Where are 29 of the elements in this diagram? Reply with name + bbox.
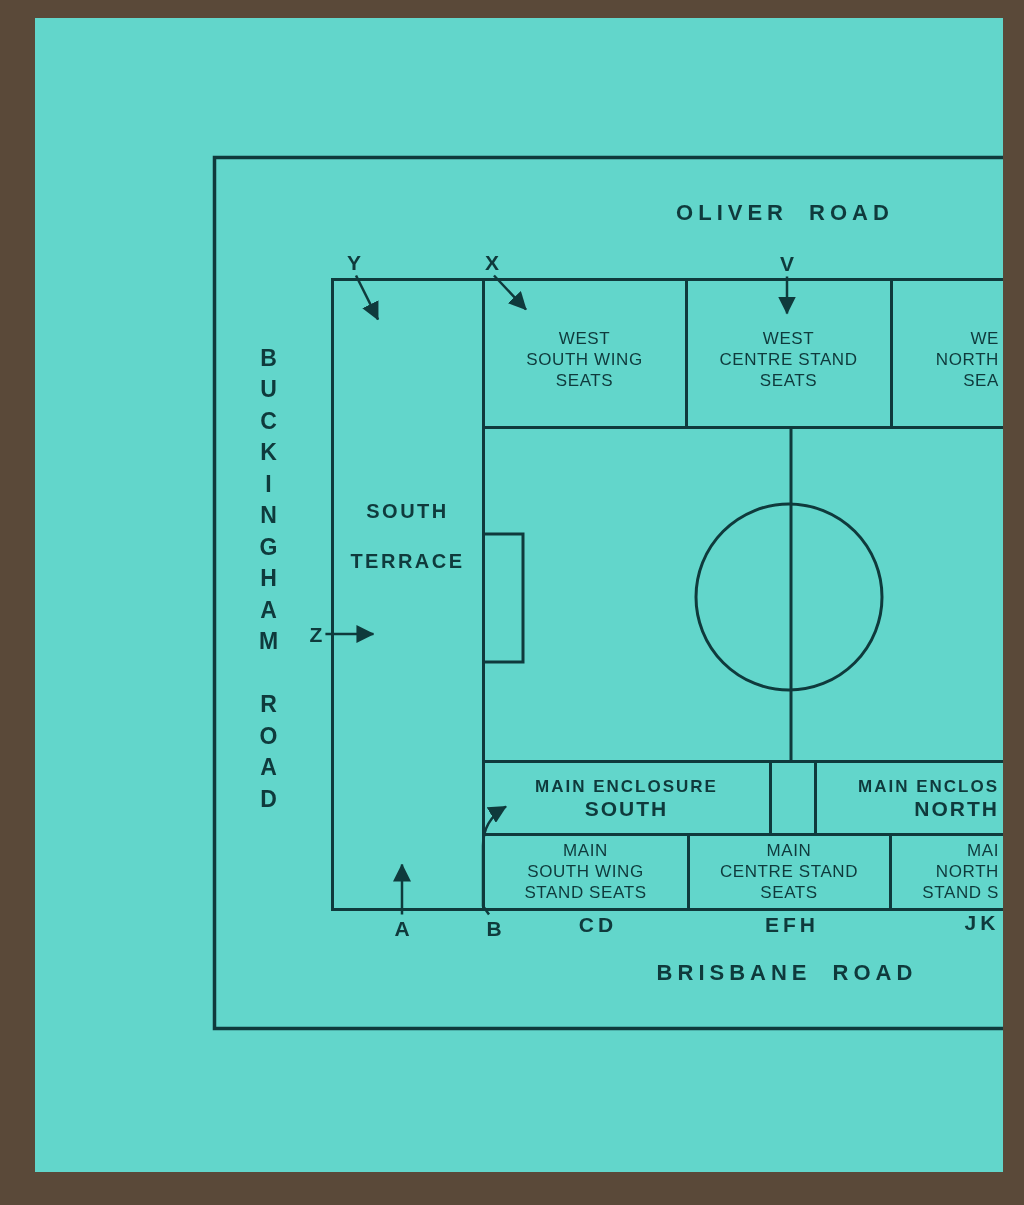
gate-letter: Y <box>347 251 361 273</box>
gate-letters: CD <box>578 913 618 935</box>
entrance-arrow <box>493 274 527 311</box>
entrance-arrow <box>393 863 411 915</box>
gate-letter: A <box>394 917 410 939</box>
gate-letter: B <box>486 917 502 939</box>
gate-letter: X <box>485 251 499 273</box>
section-name: SOUTH <box>584 796 669 820</box>
section-label: MAIN CENTRE STAND SEATS <box>719 840 859 903</box>
section-label: WE NORTH SEA <box>935 327 999 391</box>
section-name: NORTH <box>914 796 999 820</box>
section-label: MAIN ENCLOS <box>858 775 999 797</box>
road-name: BRISBANE ROAD <box>656 962 918 984</box>
entrance-arrow <box>778 276 796 315</box>
gate-letters: JK <box>964 911 1000 933</box>
section-label: MAIN SOUTH WING STAND SEATS <box>524 840 647 903</box>
section-label: SOUTH TERRACE <box>350 498 465 574</box>
entrance-arrow <box>354 274 380 321</box>
terrace-section <box>330 277 485 911</box>
section-label: MAIN ENCLOSURE <box>535 775 718 797</box>
gate-letters: EFH <box>765 913 819 935</box>
gate-letter: Z <box>309 623 323 645</box>
entrance-arrow <box>325 625 375 643</box>
road-name: OLIVER ROAD <box>676 202 894 224</box>
section-label: MAI NORTH STAND S <box>922 840 999 903</box>
gate-letter: V <box>780 252 794 274</box>
section-label: WEST CENTRE STAND SEATS <box>719 327 858 391</box>
road-name: BUCKINGHAM ROAD <box>256 344 280 818</box>
section-label: WEST SOUTH WING SEATS <box>526 327 643 391</box>
